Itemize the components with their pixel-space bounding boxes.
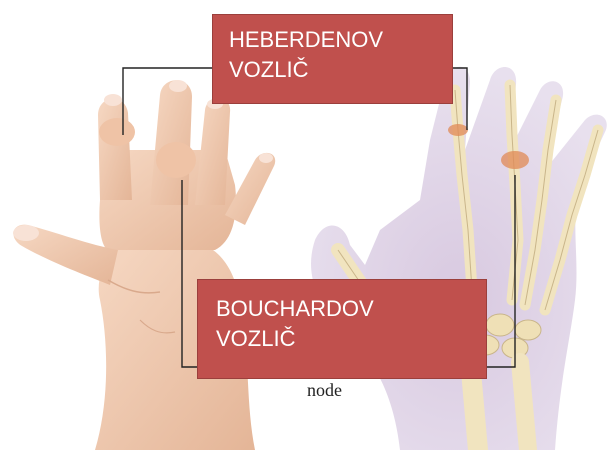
heberden-node-label: HEBERDENOV VOZLIČ xyxy=(212,14,453,104)
skin-hand xyxy=(13,80,275,450)
bouchard-node-label: BOUCHARDOV VOZLIČ xyxy=(197,279,487,379)
bouchard-label-line2: VOZLIČ xyxy=(216,324,486,354)
node-caption: node xyxy=(307,380,342,401)
xray-hand xyxy=(311,67,607,450)
heberden-label-line1: HEBERDENOV xyxy=(229,25,452,55)
bouchard-label-line1: BOUCHARDOV xyxy=(216,294,486,324)
heberden-label-line2: VOZLIČ xyxy=(229,55,452,85)
